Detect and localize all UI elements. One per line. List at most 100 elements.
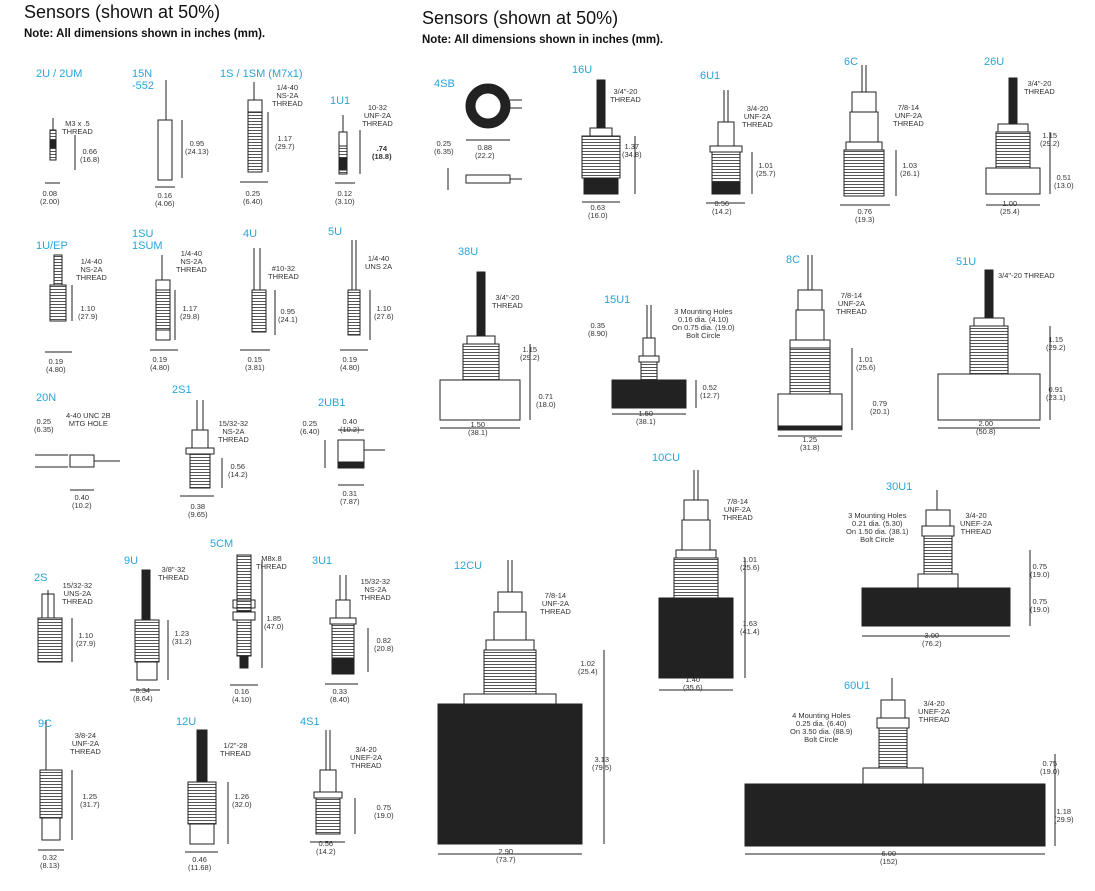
sensor-1su-diameter: 0.19 (4.80): [150, 355, 170, 372]
sensor-20n-name: 20N: [36, 392, 57, 404]
sensor-16u-thread: 3/4"-20 THREAD: [610, 87, 641, 104]
sensor-9c-drawing: [38, 720, 73, 851]
sensor-4u-thread: #10-32 THREAD: [268, 264, 299, 281]
sensor-6c-name: 6C: [844, 56, 859, 68]
sensor-38u-thread: 3/4"-20 THREAD: [492, 293, 523, 310]
sensor-5u-diameter: 0.19 (4.80): [340, 355, 360, 372]
sensor-4s1-height: 0.75 (19.0): [374, 803, 394, 820]
sensor-1uep-diameter: 0.19 (4.80): [46, 357, 66, 374]
sensor-5cm-name: 5CM: [210, 538, 234, 550]
sensor-12cu-thread: 7/8-14 UNF-2A THREAD: [540, 591, 571, 616]
sensor-1u1-thread: 10-32 UNF-2A THREAD: [362, 103, 393, 128]
sensor-1s-thread: 1/4-40 NS-2A THREAD: [272, 83, 303, 108]
sensor-9c-height: 1.25 (31.7): [80, 792, 100, 809]
sensor-6u1-height: 1.01 (25.7): [756, 161, 776, 178]
sensor-12u-drawing: [185, 729, 229, 853]
sensor-1uep-height: 1.10 (27.9): [78, 304, 98, 321]
sensor-9c-name: 9C: [38, 718, 53, 730]
sensor-1s-height: 1.17 (29.7): [275, 134, 295, 151]
sensor-20n-hole: 4-40 UNC 2B MTG HOLE: [66, 411, 111, 428]
sensor-1su-name: 1SU 1SUM: [132, 228, 163, 252]
sensor-4sb-name: 4SB: [434, 78, 455, 90]
sensor-2s-height: 1.10 (27.9): [76, 631, 96, 648]
sensor-51u-thread: 3/4"-20 THREAD: [998, 271, 1055, 280]
sensor-12u-name: 12U: [176, 716, 197, 728]
sensor-3u1-diameter: 0.33 (8.40): [330, 687, 350, 704]
sensor-38u-name: 38U: [458, 246, 479, 258]
sensor-5u-name: 5U: [328, 226, 343, 238]
sensor-9c-thread: 3/8-24 UNF-2A THREAD: [70, 731, 101, 756]
sensor-8c-drawing: [777, 255, 853, 437]
sensor-1uep-drawing: [45, 254, 73, 353]
sensor-6c-thread: 7/8-14 UNF-2A THREAD: [893, 103, 924, 128]
sensor-16u-diameter: 0.63 (16.0): [588, 203, 608, 220]
left-page-title: Sensors (shown at 50%): [24, 2, 221, 22]
sensor-6c-height: 1.03 (26.1): [900, 161, 920, 178]
sensor-4s1-diameter: 0.56 (14.2): [316, 839, 336, 856]
sensor-3u1-name: 3U1: [312, 555, 333, 567]
sensor-6c-diameter: 0.76 (19.3): [855, 207, 875, 224]
sensor-30u1-name: 30U1: [886, 481, 913, 493]
sensor-15u1-name: 15U1: [604, 294, 631, 306]
sensor-10cu-diameter: 1.40 (35.6): [683, 675, 703, 692]
sensor-15u1-diameter: 1.50 (38.1): [636, 409, 656, 426]
sensor-20n-diameter: 0.40 (10.2): [72, 493, 92, 510]
sensor-38u-h1: 1.15 (29.2): [520, 345, 540, 362]
sensor-30u1-diameter: 3.00 (76.2): [922, 631, 942, 648]
sensor-4u-height: 0.95 (24.1): [278, 307, 298, 324]
sensor-30u1-thread: 3/4-20 UNEF-2A THREAD: [960, 511, 993, 536]
sensor-12cu-drawing: [437, 560, 605, 855]
sensor-5u-thread: 1/4-40 UNS 2A: [365, 254, 393, 271]
sensor-2ub1-diameter: 0.31 (7.87): [340, 489, 360, 506]
sensor-26u-diameter: 1.00 (25.4): [1000, 199, 1020, 216]
sensor-2s-name: 2S: [34, 572, 48, 584]
sensor-51u-diameter: 2.00 (50.8): [976, 419, 996, 436]
sensor-9u-thread: 3/8"-32 THREAD: [158, 565, 189, 582]
sensor-9u-height: 1.23 (31.2): [172, 629, 192, 646]
sensor-6u1-diameter: 0.56 (14.2): [712, 199, 732, 216]
sensor-5cm-diameter: 0.16 (4.10): [232, 687, 252, 704]
sensor-15n-diameter: 0.16 (4.06): [155, 191, 175, 208]
sensor-30u1-holes: 3 Mounting Holes 0.21 dia. (5.30) On 1.5…: [846, 511, 909, 544]
sensor-15u1-drawing: [611, 305, 697, 415]
sensor-1su-thread: 1/4-40 NS-2A THREAD: [176, 249, 207, 274]
sensor-2ub1-name: 2UB1: [318, 397, 346, 409]
sensor-3u1-height: 0.82 (20.8): [374, 636, 394, 653]
sensor-16u-drawing: [581, 79, 636, 203]
sensor-1u1-height: .74 (18.8): [372, 144, 392, 161]
sensor-8c-diameter: 1.25 (31.8): [800, 435, 820, 452]
sensor-15n-drawing: [155, 80, 183, 188]
sensor-12cu-name: 12CU: [454, 560, 483, 572]
sensor-38u-h2: 0.71 (18.0): [536, 392, 556, 409]
sensor-4u-name: 4U: [243, 228, 258, 240]
sensor-5u-drawing: [340, 240, 371, 351]
sensor-1su-height: 1.17 (29.8): [180, 304, 200, 321]
sensor-4sb-drawing: [447, 83, 522, 190]
sensor-1s-drawing: [240, 82, 269, 183]
sensor-60u1-thread: 3/4-20 UNEF-2A THREAD: [918, 699, 951, 724]
sensor-8c-h1: 1.01 (25.6): [856, 355, 876, 372]
sensor-60u1-drawing: [744, 678, 1056, 855]
sensor-2ub1-drawing: [324, 429, 385, 486]
sensor-4s1-thread: 3/4-20 UNEF-2A THREAD: [350, 745, 383, 770]
sensor-8c-h2: 0.79 (20.1): [870, 399, 890, 416]
sensor-15u1-h1: 0.35 (8.90): [588, 321, 608, 338]
sensor-6u1-name: 6U1: [700, 70, 721, 82]
sensor-16u-name: 16U: [572, 64, 593, 76]
sensor-12u-diameter: 0.46 (11.68): [188, 855, 212, 872]
sensor-5cm-height: 1.85 (47.0): [264, 614, 284, 631]
sensor-30u1-h2: 0.75 (19.0): [1030, 597, 1050, 614]
sensor-38u-diameter: 1.50 (38.1): [468, 420, 488, 437]
sensor-1u1-diameter: 0.12 (3.10): [335, 189, 355, 206]
sensor-26u-h1: 1.15 (29.2): [1040, 131, 1060, 148]
right-page-note: Note: All dimensions shown in inches (mm…: [422, 34, 664, 46]
sensor-2u-drawing: [45, 118, 76, 184]
sensor-2s1-diameter: 0.38 (9.65): [188, 502, 208, 519]
sensor-2u-thread: M3 x .5 THREAD: [62, 119, 93, 136]
sensor-4s1-name: 4S1: [300, 716, 320, 728]
sensor-51u-h1: 1.15 (29.2): [1046, 335, 1066, 352]
sensor-26u-drawing: [985, 77, 1051, 206]
sensor-26u-thread: 3/4"-20 THREAD: [1024, 79, 1055, 96]
sensor-20n-height: 0.25 (6.35): [34, 417, 54, 434]
